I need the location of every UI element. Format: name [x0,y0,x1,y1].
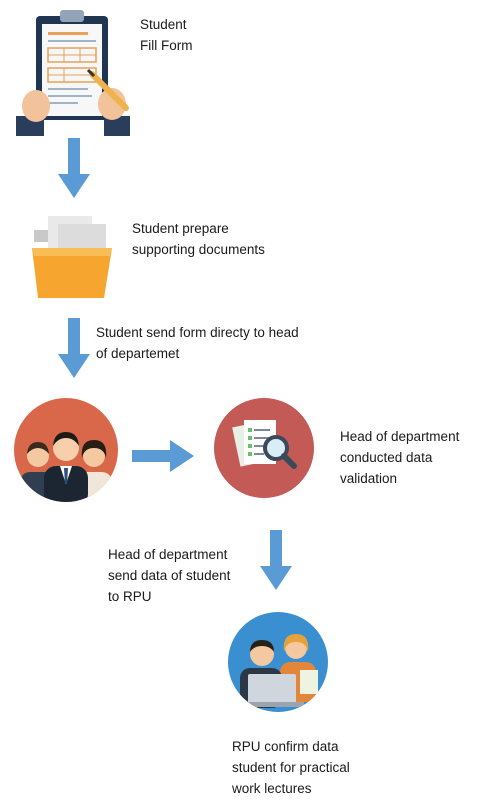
label-line: student for practical [232,760,350,775]
people-team-icon [14,398,118,502]
label-line: Student prepare [132,221,229,236]
label-line: supporting documents [132,242,265,257]
label-line: RPU confirm data [232,739,339,754]
step-send-form-label: Student send form directy to head of dep… [96,322,299,364]
down-arrow-icon [58,318,90,380]
label-line: conducted data [340,450,433,465]
label-line: validation [340,471,398,486]
label-line: send data of student [108,568,231,583]
label-line: to RPU [108,589,152,604]
label-line: Student [140,17,187,32]
label-line: Head of department [340,429,460,444]
label-line: Fill Form [140,38,193,53]
step-send-rpu-label: Head of department send data of student … [108,544,230,607]
right-arrow-icon [132,440,196,472]
step-rpu-confirm-label: RPU confirm data student for practical w… [232,736,350,799]
label-line: Student send form directy to head [96,325,299,340]
label-line: Head of department [108,547,228,562]
document-search-icon [214,398,314,498]
label-line: of departemet [96,346,180,361]
label-line: work lectures [232,781,312,796]
step-fill-form-label: Student Fill Form [140,14,193,56]
laptop-team-icon [228,612,328,712]
folder-icon [28,212,116,302]
step-validation-label: Head of department conducted data valida… [340,426,459,489]
down-arrow-icon [58,138,90,200]
clipboard-form-icon [14,8,132,138]
step-prepare-docs-label: Student prepare supporting documents [132,218,265,260]
down-arrow-icon [260,530,292,592]
